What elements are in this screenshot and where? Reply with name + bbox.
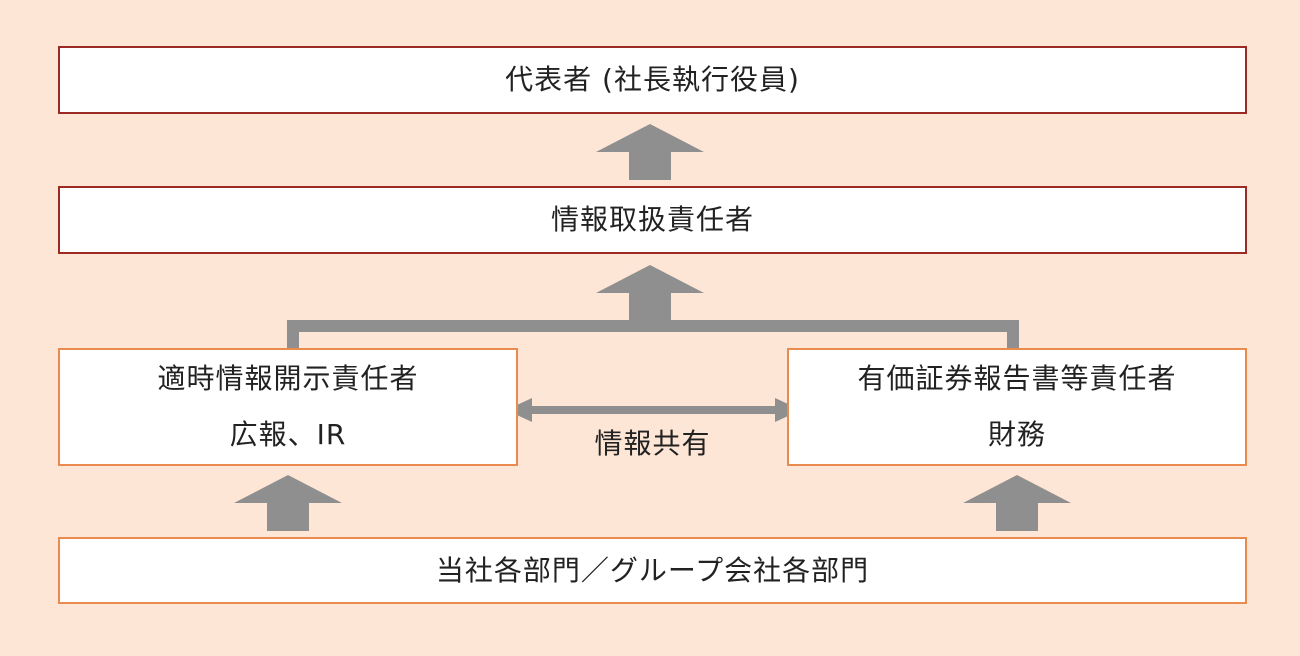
info-officer-label: 情報取扱責任者	[550, 203, 754, 236]
info-sharing-double-arrow	[506, 398, 801, 422]
departments-label: 当社各部門／グループ会社各部門	[435, 553, 870, 587]
info-sharing-label: 情報共有	[594, 427, 711, 460]
securities-officer-dept: 財務	[987, 418, 1046, 451]
disclosure-officer-dept: 広報、IR	[229, 418, 347, 451]
merge-bracket	[287, 320, 1019, 348]
securities-officer-box: 有価証券報告書等責任者 財務	[787, 348, 1247, 466]
up-arrow-to-disclosure	[234, 475, 342, 531]
ceo-box: 代表者 (社長執行役員)	[58, 46, 1247, 114]
up-arrow-to-ceo	[596, 124, 704, 180]
ceo-label: 代表者 (社長執行役員)	[505, 63, 800, 96]
disclosure-officer-title: 適時情報開示責任者	[157, 362, 419, 395]
departments-box: 当社各部門／グループ会社各部門	[58, 537, 1247, 604]
up-arrow-to-info-officer	[596, 265, 704, 322]
disclosure-officer-box: 適時情報開示責任者 広報、IR	[58, 348, 518, 466]
securities-officer-title: 有価証券報告書等責任者	[857, 362, 1177, 395]
info-officer-box: 情報取扱責任者	[58, 186, 1247, 254]
up-arrow-to-securities	[963, 475, 1071, 531]
